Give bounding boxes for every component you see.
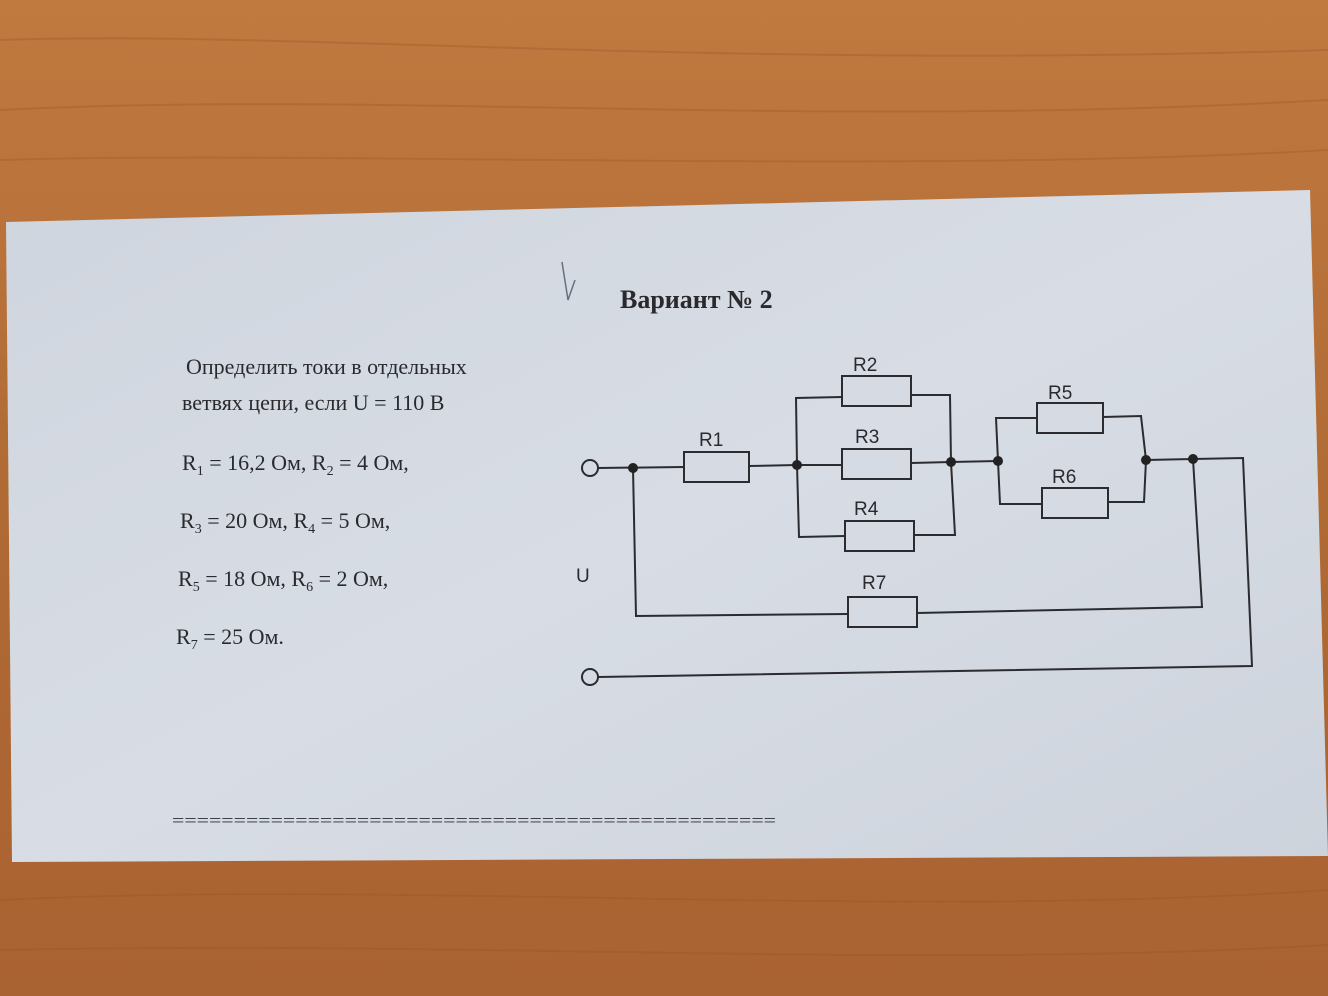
label-r3: R3: [855, 427, 879, 448]
resistor-value-line: R1 = 16,2 Ом, R2 = 4 Ом,: [182, 450, 409, 479]
resistor-r1: [683, 451, 750, 483]
separator-line: ========================================…: [172, 811, 776, 830]
resistor-value-line: R5 = 18 Ом, R6 = 2 Ом,: [178, 566, 388, 595]
label-r2: R2: [853, 355, 877, 376]
junction-node: [946, 457, 956, 467]
task-line-2: ветвях цепи, если U = 110 В: [182, 390, 444, 415]
resistor-r7: [847, 596, 918, 628]
resistor-symbol: R: [291, 566, 306, 591]
resistor-value: = 2 Ом,: [313, 566, 388, 591]
resistor-subscript: 3: [195, 522, 202, 537]
resistor-r4: [844, 520, 915, 552]
label-r7: R7: [862, 573, 886, 594]
resistor-value: = 5 Ом,: [315, 508, 390, 533]
resistor-value: = 18 Ом,: [200, 566, 292, 591]
page-title: Вариант № 2: [620, 285, 773, 314]
resistor-subscript: 7: [191, 638, 198, 653]
junction-node: [1141, 455, 1151, 465]
checkmark-icon: [561, 261, 576, 301]
voltage-label: U: [576, 566, 590, 587]
resistor-symbol: R: [312, 450, 327, 475]
circuit-diagram: U R1 R2 R3 R4 R5 R6 R7: [576, 355, 1254, 686]
junction-node: [993, 456, 1003, 466]
junction-node: [628, 463, 638, 473]
input-terminal-top: [581, 459, 599, 477]
resistor-r6: [1041, 487, 1109, 519]
paper-sheet: [6, 190, 1328, 862]
resistor-subscript: 2: [327, 464, 334, 479]
resistor-value: = 4 Ом,: [334, 450, 409, 475]
resistor-symbol: R: [293, 508, 308, 533]
label-r4: R4: [854, 499, 879, 520]
resistor-value: = 16,2 Ом,: [204, 450, 312, 475]
resistor-values: R1 = 16,2 Ом, R2 = 4 Ом,R3 = 20 Ом, R4 =…: [176, 450, 409, 653]
resistor-r2: [841, 375, 912, 407]
resistor-value: = 25 Ом.: [198, 624, 284, 649]
junction-node: [792, 460, 802, 470]
resistor-subscript: 6: [306, 580, 313, 595]
resistor-value-line: R3 = 20 Ом, R4 = 5 Ом,: [180, 508, 390, 537]
task-line-1: Определить токи в отдельных: [186, 354, 467, 379]
resistor-value: = 20 Ом,: [202, 508, 294, 533]
input-terminal-bottom: [581, 668, 599, 686]
resistor-r5: [1036, 402, 1104, 434]
label-r5: R5: [1048, 383, 1072, 404]
resistor-subscript: 1: [197, 464, 204, 479]
resistor-symbol: R: [182, 450, 197, 475]
junction-node: [1188, 454, 1198, 464]
resistor-subscript: 4: [308, 522, 315, 537]
label-r1: R1: [699, 430, 723, 451]
resistor-value-line: R7 = 25 Ом.: [176, 624, 284, 653]
resistor-symbol: R: [180, 508, 195, 533]
resistor-symbol: R: [176, 624, 191, 649]
wood-grain: [0, 37, 1328, 957]
resistor-subscript: 5: [193, 580, 200, 595]
label-r6: R6: [1052, 467, 1076, 488]
resistor-r3: [841, 448, 912, 480]
resistor-symbol: R: [178, 566, 193, 591]
